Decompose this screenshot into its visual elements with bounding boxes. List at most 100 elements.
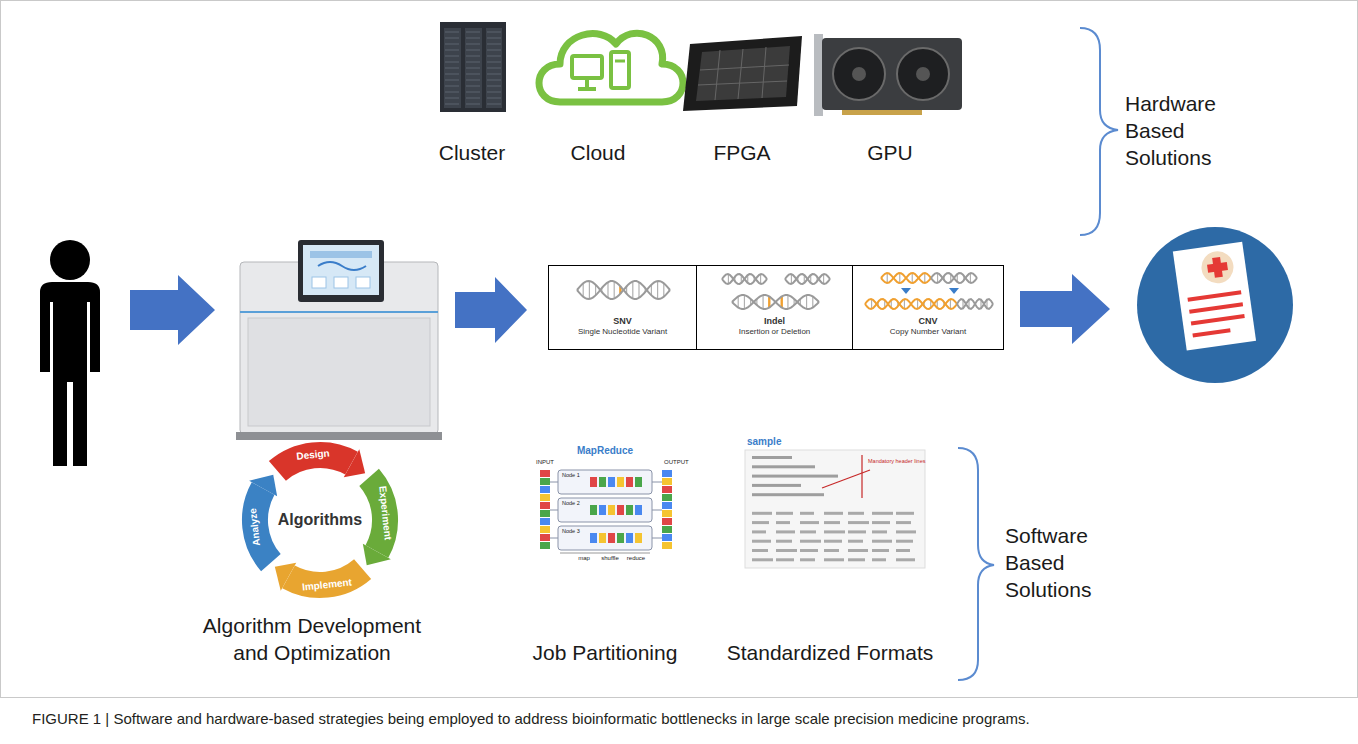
rack-slot bbox=[445, 68, 459, 69]
mapreduce-record bbox=[626, 477, 633, 487]
vcf-field bbox=[800, 521, 819, 524]
dna-rung bbox=[762, 295, 763, 309]
vcf-line bbox=[752, 493, 824, 496]
dna-strand bbox=[957, 299, 993, 309]
dna-strand bbox=[732, 295, 819, 309]
illustration-text: Node 2 bbox=[562, 500, 580, 507]
rack-slot bbox=[466, 92, 480, 93]
sequencer-screen bbox=[303, 245, 379, 295]
mapreduce-record bbox=[540, 494, 550, 501]
screen-dna bbox=[318, 262, 366, 270]
vcf-field bbox=[800, 512, 814, 515]
gpu-fan bbox=[833, 48, 885, 100]
variant-description: Copy Number Variant bbox=[853, 327, 1003, 337]
cross bbox=[1207, 262, 1228, 273]
vcf-field bbox=[824, 549, 839, 552]
dna-strand bbox=[865, 299, 911, 309]
variant-heading: CNV bbox=[853, 316, 1003, 327]
mapreduce-illustration bbox=[540, 470, 672, 553]
rack bbox=[444, 28, 461, 108]
illustration-title: MapReduce bbox=[565, 445, 645, 457]
dna-strand bbox=[732, 295, 819, 309]
rack-slot bbox=[466, 86, 480, 87]
rack-slot bbox=[445, 62, 459, 63]
fpga-icon bbox=[683, 36, 802, 111]
mapreduce-record bbox=[662, 534, 672, 541]
mapreduce-flow bbox=[550, 510, 558, 511]
rack-slot bbox=[445, 98, 459, 99]
dna-strand bbox=[577, 281, 670, 299]
vcf-field bbox=[872, 558, 886, 561]
vcf-field bbox=[752, 558, 773, 561]
copy-arrow bbox=[901, 288, 911, 294]
hardware-label: GPU bbox=[830, 140, 950, 165]
mapreduce-record bbox=[608, 505, 615, 515]
dna-rung bbox=[589, 281, 590, 299]
vcf-field bbox=[848, 521, 869, 524]
vcf-line bbox=[752, 475, 838, 478]
rack-slot bbox=[487, 44, 501, 45]
mapreduce-phase-line bbox=[560, 553, 650, 554]
mapreduce-record bbox=[662, 542, 672, 549]
dna-rung bbox=[760, 274, 761, 284]
report-line bbox=[1189, 304, 1242, 312]
copy-arrow bbox=[949, 288, 959, 294]
vcf-field bbox=[848, 549, 868, 552]
screen-bar bbox=[310, 251, 372, 258]
mapreduce-record bbox=[540, 478, 550, 485]
vcf-field bbox=[752, 549, 768, 552]
dna-rung bbox=[950, 299, 951, 309]
monitor-stand bbox=[585, 78, 589, 87]
algorithm-cycle bbox=[249, 449, 391, 591]
mapreduce-flow bbox=[652, 510, 662, 511]
dna-strand bbox=[911, 299, 957, 309]
variant-heading: SNV bbox=[549, 316, 696, 327]
vcf-field bbox=[872, 512, 893, 515]
variant-icon bbox=[549, 266, 696, 314]
dna-strand bbox=[931, 273, 977, 283]
mapreduce-record bbox=[590, 477, 597, 487]
bracket-label: Hardware Based Solutions bbox=[1125, 90, 1235, 171]
illustration-text: OUTPUT bbox=[664, 459, 689, 466]
bracket-label: Software Based Solutions bbox=[1005, 522, 1115, 603]
gpu-icon bbox=[814, 34, 962, 116]
hardware-label: FPGA bbox=[682, 140, 802, 165]
vcf-field bbox=[752, 540, 771, 543]
dna-rung bbox=[887, 273, 888, 283]
screen-button bbox=[334, 277, 348, 288]
vcf-field bbox=[776, 521, 790, 524]
mapreduce-flow bbox=[652, 538, 662, 539]
rack bbox=[440, 22, 506, 112]
rack-slot bbox=[487, 56, 501, 57]
flow-arrow bbox=[130, 275, 215, 345]
sequencer-icon bbox=[236, 240, 442, 440]
vcf-field bbox=[848, 540, 863, 543]
vcf-field bbox=[872, 540, 892, 543]
cloud-icon bbox=[539, 33, 683, 102]
dna-strand bbox=[785, 274, 830, 284]
dna-strand bbox=[577, 281, 670, 299]
rack-slot bbox=[487, 50, 501, 51]
vcf-field bbox=[776, 540, 792, 543]
rack-slot bbox=[445, 92, 459, 93]
illustration-title: sample bbox=[747, 436, 781, 448]
mapreduce-record bbox=[608, 533, 615, 543]
vcf-field bbox=[824, 512, 843, 515]
variant-panel: CNVCopy Number Variant bbox=[852, 265, 1004, 350]
screen-button bbox=[356, 277, 370, 288]
sequencer-screen-frame bbox=[298, 240, 384, 302]
tower-slot bbox=[615, 60, 625, 63]
rack-slot bbox=[445, 80, 459, 81]
dna-rung bbox=[663, 283, 664, 296]
mapreduce-record bbox=[662, 486, 672, 493]
gpu-bracket bbox=[814, 34, 823, 116]
fpga-grid bbox=[698, 81, 787, 85]
mapreduce-record bbox=[540, 486, 550, 493]
software-brace bbox=[958, 448, 994, 680]
gpu-hub bbox=[916, 67, 930, 81]
variant-text-box: IndelInsertion or Deletion bbox=[697, 266, 852, 337]
mapreduce-record bbox=[662, 478, 672, 485]
rack-slot bbox=[466, 50, 480, 51]
vcf-field bbox=[776, 558, 794, 561]
variant-panel: IndelInsertion or Deletion bbox=[696, 265, 853, 350]
